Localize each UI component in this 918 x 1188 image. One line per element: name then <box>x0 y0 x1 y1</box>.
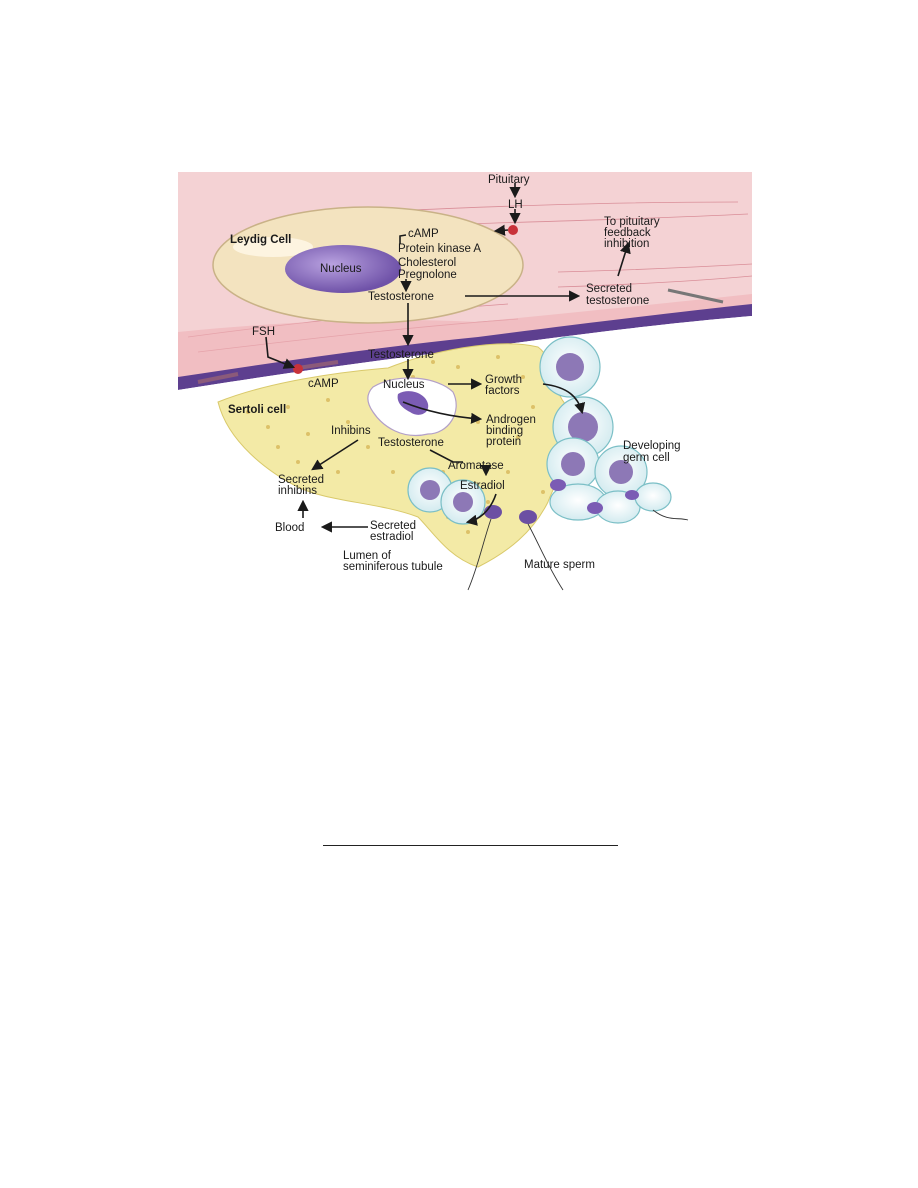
label-androgen-2: binding <box>486 425 523 437</box>
label-estradiol: Estradiol <box>460 480 505 492</box>
label-testosterone-sertoli: Testosterone <box>368 349 434 361</box>
label-lh: LH <box>508 199 523 211</box>
label-inhibins: Inhibins <box>331 425 371 437</box>
leydig-nucleus <box>285 245 401 293</box>
label-secreted-inhibins-2: inhibins <box>278 485 317 497</box>
label-mature-sperm: Mature sperm <box>524 559 595 571</box>
developing-germ-cells <box>407 336 672 525</box>
label-leydig-cell: Leydig Cell <box>230 234 291 246</box>
label-protein-kinase: Protein kinase A <box>398 243 481 255</box>
label-nucleus-leydig: Nucleus <box>320 263 362 275</box>
label-developing-germ-2: germ cell <box>623 452 670 464</box>
interstitial-shade <box>178 294 752 382</box>
label-growth-factors-1: Growth <box>485 374 522 386</box>
label-blood: Blood <box>275 522 304 534</box>
horizontal-rule <box>323 845 618 846</box>
membrane-nuclei <box>197 360 339 384</box>
label-pregnolone: Pregnolone <box>398 269 457 281</box>
label-secreted-inhibins-1: Secreted <box>278 474 324 486</box>
label-testosterone-lower: Testosterone <box>378 437 444 449</box>
label-lumen-2: seminiferous tubule <box>343 561 443 573</box>
label-secreted-estradiol-1: Secreted <box>370 520 416 532</box>
label-androgen-1: Androgen <box>486 414 536 426</box>
pathway-arrows <box>265 183 631 533</box>
label-nucleus-sertoli: Nucleus <box>383 379 425 391</box>
label-to-pituitary-1: To pituitary <box>604 216 660 228</box>
label-to-pituitary-3: inhibition <box>604 238 649 250</box>
diagram-labels: Pituitary LH cAMP Protein kinase A Chole… <box>228 174 681 573</box>
label-aromatase: Aromatase <box>448 460 504 472</box>
label-growth-factors-2: factors <box>485 385 520 397</box>
label-testosterone-leydig: Testosterone <box>368 291 434 303</box>
lh-receptor <box>508 225 518 235</box>
label-secreted-estradiol-2: estradiol <box>370 531 413 543</box>
leydig-highlight <box>233 237 313 257</box>
label-pituitary: Pituitary <box>488 174 530 186</box>
label-secreted-testosterone-1: Secreted <box>586 283 632 295</box>
interstitial-fibers <box>187 201 752 353</box>
diagram-canvas: Pituitary LH cAMP Protein kinase A Chole… <box>178 172 752 592</box>
mature-sperm-cells <box>467 505 689 591</box>
label-lumen-1: Lumen of <box>343 550 392 562</box>
label-secreted-testosterone-2: testosterone <box>586 295 649 307</box>
capillary-streak <box>667 288 724 304</box>
label-developing-germ-1: Developing <box>623 440 681 452</box>
label-fsh: FSH <box>252 326 275 338</box>
fsh-receptor <box>293 364 303 374</box>
label-cholesterol: Cholesterol <box>398 257 456 269</box>
label-androgen-3: protein <box>486 436 521 448</box>
label-camp-leydig: cAMP <box>408 228 439 240</box>
label-sertoli-cell: Sertoli cell <box>228 404 286 416</box>
label-to-pituitary-2: feedback <box>604 227 651 239</box>
label-camp-sertoli: cAMP <box>308 378 339 390</box>
spermatogenesis-hormone-diagram: Pituitary LH cAMP Protein kinase A Chole… <box>178 172 752 592</box>
